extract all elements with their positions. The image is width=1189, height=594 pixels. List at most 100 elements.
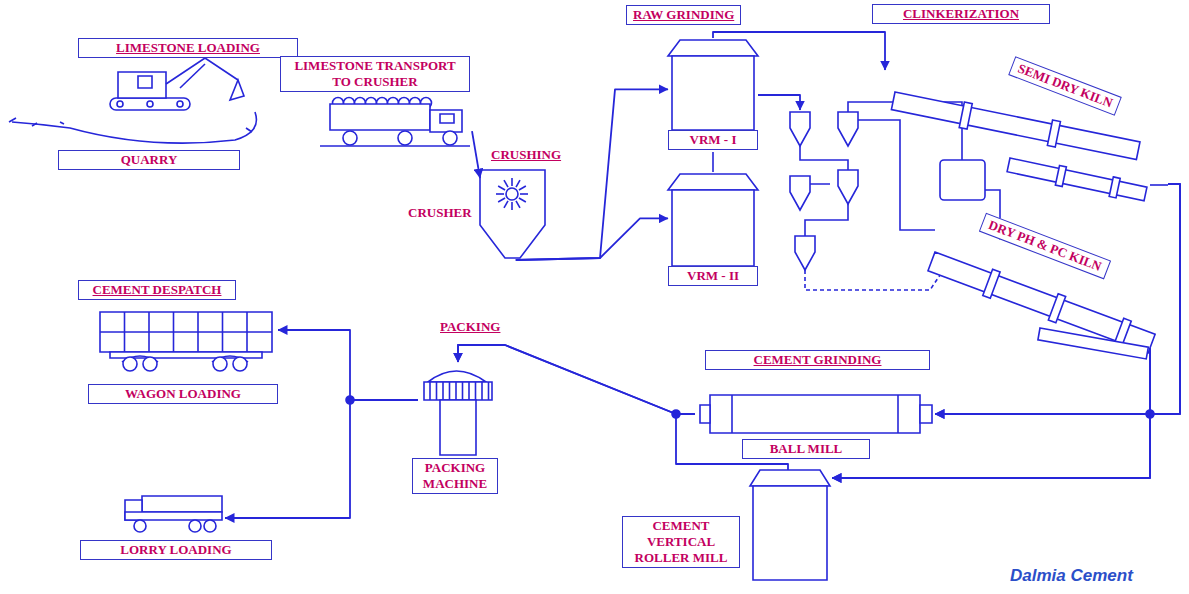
drawing-stroke: [430, 382, 489, 400]
process-label: LORRY LOADING: [80, 540, 272, 560]
drawing-stroke: [750, 470, 830, 486]
drawing-stroke: [436, 382, 438, 400]
drawing-stroke: [180, 64, 205, 88]
drawing-stroke: [712, 152, 714, 172]
drawing-stroke: [504, 201, 508, 208]
drawing-stroke: [118, 72, 166, 98]
drawing-stroke: [213, 357, 227, 371]
equipment-node: CLINKERIZATIONSEMI DRY KILN: [880, 70, 1168, 198]
drawing-stroke: [672, 56, 754, 130]
drawing-stroke: [668, 174, 758, 190]
drawing-stroke: [838, 112, 858, 146]
process-label: VRM - I: [668, 130, 758, 150]
flow-arrow: [832, 184, 1180, 478]
drawing-stroke: [1047, 120, 1060, 147]
drawing-stroke: [9, 118, 252, 132]
drawing-stroke: [481, 382, 483, 400]
process-label: WAGON LOADING: [88, 384, 278, 404]
drawing-stroke: [668, 40, 758, 56]
drawing-stroke: [428, 371, 486, 382]
drawing-stroke: [710, 395, 920, 433]
flow-arrow: [472, 131, 480, 178]
drawing-stroke: [800, 102, 962, 236]
flow-arrow: [458, 345, 695, 414]
drawing-stroke: [320, 145, 470, 147]
ball-mill: [700, 395, 932, 433]
drawing-stroke: [983, 269, 1000, 298]
drawing-stroke: [330, 104, 430, 130]
equipment-node: CEMENT VERTICAL ROLLER MILL: [748, 470, 832, 582]
drawing-stroke: [117, 101, 123, 107]
drawing-stroke: [920, 405, 932, 423]
dry-kiln: [927, 248, 1157, 359]
drawing-stroke: [122, 356, 248, 362]
drawing-stroke: [449, 382, 451, 400]
process-label: CLINKERIZATION: [872, 4, 1050, 24]
kiln-label: SEMI DRY KILN: [1008, 56, 1122, 116]
drawing-stroke: [790, 176, 810, 210]
drawing-stroke: [731, 395, 733, 433]
drawing-stroke: [12, 112, 256, 143]
drawing-stroke: [1150, 184, 1168, 186]
process-label: PACKING: [437, 318, 503, 336]
process-label: LIMESTONE LOADING: [78, 38, 298, 58]
drawing-stroke: [134, 520, 146, 532]
process-label: VRM - II: [668, 266, 758, 286]
drawing-stroke: [177, 101, 183, 107]
equipment-node: CRUSHINGCRUSHER: [480, 170, 545, 260]
drawing-stroke: [123, 357, 137, 371]
drawing-stroke: [189, 520, 201, 532]
drawing-stroke: [506, 188, 518, 200]
drawing-stroke: [511, 178, 513, 186]
flow-arrow: [758, 95, 800, 110]
drawing-stroke: [496, 178, 528, 210]
brand-watermark: Dalmia Cement: [1010, 566, 1133, 586]
drawing-stroke: [520, 193, 528, 195]
drawing-stroke: [455, 382, 457, 400]
drawing-stroke: [672, 190, 754, 266]
drawing-stroke: [519, 186, 526, 190]
equipment-node: DRY PH & PC KILN: [785, 110, 1168, 348]
process-label: PACKING MACHINE: [412, 458, 498, 494]
drawing-stroke: [166, 58, 238, 84]
lorry: [125, 496, 222, 532]
drawing-stroke: [1006, 155, 1147, 204]
process-label: BALL MILL: [742, 439, 870, 459]
drawing-stroke: [1038, 328, 1148, 359]
drawing-stroke: [498, 198, 505, 202]
drawing-stroke: [959, 102, 972, 129]
flow-arrow: [935, 184, 1180, 414]
drawing-stroke: [1007, 158, 1147, 201]
drawing-stroke: [511, 202, 513, 210]
drawing-stroke: [147, 101, 153, 107]
process-label: CRUSHING: [488, 146, 564, 164]
process-label: RAW GRINDING: [626, 5, 741, 25]
drawing-stroke: [100, 312, 272, 352]
process-label: CEMENT DESPATCH: [78, 280, 236, 300]
vertical-roller-mills: [668, 40, 758, 266]
drawing-stroke: [1038, 328, 1148, 359]
semi-dry-kiln: [891, 88, 1168, 204]
drawing-stroke: [940, 160, 985, 200]
kiln-label: DRY PH & PC KILN: [979, 213, 1111, 280]
drawing-stroke: [125, 512, 222, 520]
drawing-stroke: [204, 520, 216, 532]
drawing-stroke: [838, 170, 858, 204]
equipment-node: CEMENT DESPATCHWAGON LOADING: [98, 310, 278, 372]
drawing-stroke: [429, 382, 431, 400]
drawing-stroke: [753, 486, 827, 580]
drawing-stroke: [442, 382, 444, 400]
drawing-stroke: [897, 395, 899, 433]
drawing-stroke: [1109, 177, 1120, 198]
drawing-stroke: [143, 357, 157, 371]
drawing-stroke: [700, 405, 710, 423]
drawing-stroke: [468, 382, 470, 400]
drawing-stroke: [343, 131, 357, 145]
drawing-stroke: [516, 180, 520, 187]
packing-machine: [424, 371, 492, 455]
flow-arrow: [278, 330, 418, 400]
drawing-stroke: [233, 357, 247, 371]
drawing-stroke: [440, 400, 476, 455]
flow-arrow: [225, 400, 418, 518]
